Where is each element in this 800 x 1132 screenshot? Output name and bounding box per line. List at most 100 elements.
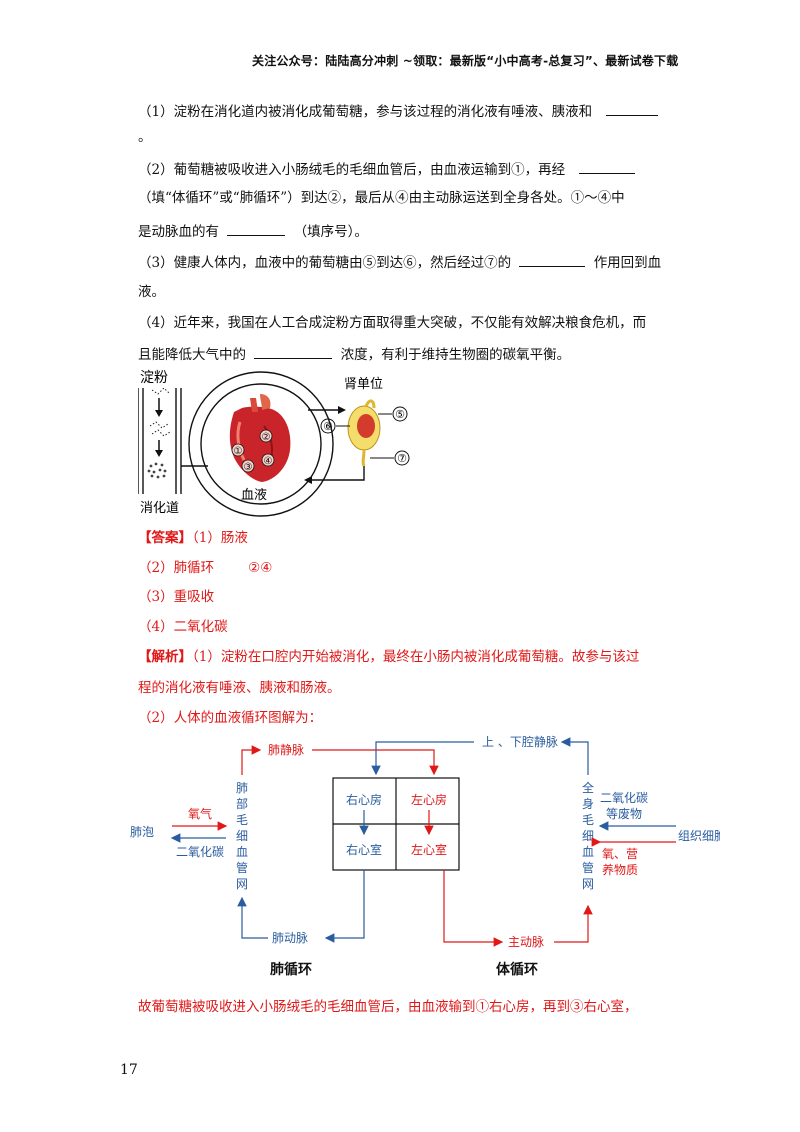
q4-blank (254, 344, 333, 359)
left-atrium: 左心房 (411, 792, 447, 807)
heart-label-1: ① (234, 446, 243, 457)
answer-line-1: 【答案】（1）肠液 (138, 529, 248, 547)
left-ventricle: 左心室 (411, 842, 447, 857)
pulmonary-vein-arrow-1 (241, 745, 262, 775)
alveoli-label: 肺泡 (130, 825, 154, 839)
pulmonary-artery-label: 肺动脉 (272, 930, 308, 945)
q4-text-a: （4）近年来，我国在人工合成淀粉方面取得重大突破，不仅能有效解决粮食危机，而 (138, 315, 647, 331)
q2-text-d: （填序号）。 (293, 224, 368, 240)
pulmonary-artery-arrow-1 (324, 870, 365, 943)
answer-4: （4）二氧化碳 (138, 619, 228, 635)
heart-label-2: ② (262, 432, 271, 443)
answer-tag: 【答案】 (138, 530, 192, 546)
right-atrium: 右心房 (346, 792, 382, 807)
heart-label-3: ③ (244, 462, 253, 473)
tissue-cells-label: 组织细胞 (678, 829, 720, 843)
lung-capillary-network: 肺 部 毛 细 血 管 网 (236, 781, 248, 891)
analysis-tag: 【解析】 (138, 649, 192, 665)
svg-text:部: 部 (236, 796, 248, 811)
to-kidney-arrowhead (338, 406, 346, 414)
question-3-line: （3）健康人体内，血液中的葡萄糖由⑤到达⑥，然后经过⑦的 作用回到血 (138, 252, 661, 272)
q2-text-a: （2）葡萄糖被吸收进入小肠绒毛的毛细血管后，由血液运输到①，再经 (138, 162, 566, 178)
svg-text:全: 全 (582, 780, 594, 795)
page-number: 17 (120, 1062, 138, 1078)
aorta-arrow-2 (554, 904, 593, 943)
co2-label: 二氧化碳 (176, 845, 224, 859)
q4-text-b: 且能降低大气中的 (138, 347, 246, 363)
analysis-line-1: 【解析】（1）淀粉在口腔内开始被消化，最终在小肠内被消化成葡萄糖。故参与该过 (138, 648, 639, 666)
svg-text:血: 血 (582, 845, 594, 859)
q3-blank (519, 252, 586, 267)
svg-text:网: 网 (582, 877, 594, 891)
q2-blank-1 (579, 159, 636, 174)
heart-image: ① ② ③ ④ (229, 394, 291, 482)
svg-text:细: 细 (582, 829, 594, 843)
svg-text:毛: 毛 (582, 813, 594, 827)
pulmonary-artery-arrow-2 (237, 896, 268, 939)
oxygen-label: 氧气 (188, 806, 212, 821)
q2-line-c: 是动脉血的有 （填序号）。 (138, 221, 368, 241)
blood-label: 血液 (241, 488, 267, 503)
co2-waste-line1: 二氧化碳 (600, 791, 648, 805)
starch-chain (149, 387, 171, 437)
marker-5-ring (392, 406, 408, 422)
marker-7-ring (394, 450, 410, 466)
answer-1: （1）肠液 (192, 530, 248, 546)
marker-6-ring (320, 418, 336, 434)
svg-text:血: 血 (236, 845, 248, 859)
q2-text-c: 是动脉血的有 (138, 224, 219, 240)
digest-arrowhead-2 (155, 450, 163, 457)
q4-text-c: 浓度，有利于维持生物圈的碳氧平衡。 (340, 347, 571, 363)
co2-waste-line2: 等废物 (606, 806, 642, 821)
o2-nutrient-line2: 养物质 (602, 862, 638, 877)
svg-text:肺: 肺 (236, 781, 248, 795)
q2-blank-2 (227, 221, 286, 236)
svg-text:身: 身 (582, 796, 594, 811)
digestive-label: 消化道 (140, 501, 179, 516)
o2-nutrient-line1: 氧、营 (602, 847, 638, 861)
marker-5: ⑤ (395, 408, 405, 421)
from-kidney-arrowhead (304, 476, 312, 484)
svg-text:细: 细 (236, 829, 248, 843)
q3-text-c: 液。 (138, 284, 165, 300)
pulmonary-circulation-title: 肺循环 (270, 961, 312, 978)
q1-end: 。 (138, 129, 152, 145)
digest-arrowhead-1 (155, 410, 163, 417)
svg-text:管: 管 (582, 860, 594, 875)
vena-cava-arrow-1 (560, 737, 589, 775)
pulmonary-vein-arrow-2 (312, 749, 439, 776)
answer-3: （3）重吸收 (138, 589, 215, 605)
systemic-circulation-title: 体循环 (496, 961, 538, 978)
vena-cava-arrow-2 (371, 741, 474, 776)
circulation-figure: 淀粉 消化道 血液 ① ② ③ ④ 肾 (138, 370, 410, 517)
right-ventricle: 右心室 (346, 842, 382, 857)
q4-line-b: 且能降低大气中的 浓度，有利于维持生物圈的碳氧平衡。 (138, 344, 570, 364)
heart-label-4: ④ (264, 456, 273, 467)
blood-circulation-diagram: 右心房 左心房 右心室 左心室 肺静脉 上 、下腔静脉 肺 部 毛 细 血 管 … (130, 734, 720, 978)
starch-label: 淀粉 (140, 370, 168, 386)
q1-text: （1）淀粉在消化道内被消化成葡萄糖，参与该过程的消化液有唾液、胰液和 (138, 104, 593, 120)
svg-text:毛: 毛 (236, 813, 248, 827)
glucose-dots (147, 462, 167, 479)
nephron-image (347, 399, 381, 467)
body-capillary-network: 全 身 毛 细 血 管 网 (582, 780, 594, 891)
answer-2b: ②④ (248, 560, 273, 576)
blood-outer-ring (188, 371, 334, 517)
q3-text-b: 作用回到血 (593, 255, 662, 271)
svg-text:网: 网 (236, 877, 248, 891)
from-kidney-arrow (308, 466, 365, 481)
svg-text:管: 管 (236, 860, 248, 875)
analysis-4: 故葡萄糖被吸收进入小肠绒毛的毛细血管后，由血液输到①右心房，再到③右心室， (138, 999, 638, 1015)
aorta-arrow-1 (443, 870, 504, 947)
question-1-line: （1）淀粉在消化道内被消化成葡萄糖，参与该过程的消化液有唾液、胰液和 (138, 101, 659, 121)
q2-text-b: （填“体循环”或“肺循环”）到达②，最后从④由主动脉运送到全身各处。①～④中 (138, 190, 625, 206)
marker-7: ⑦ (397, 452, 407, 465)
analysis-1: （1）淀粉在口腔内开始被消化，最终在小肠内被消化成葡萄糖。故参与该过 (192, 649, 640, 665)
aorta-label: 主动脉 (508, 934, 544, 949)
blood-inner-ring (200, 383, 322, 505)
analysis-2: 程的消化液有唾液、胰液和肠液。 (138, 680, 341, 696)
analysis-3: （2）人体的血液循环图解为： (138, 710, 323, 726)
kidney-unit-label: 肾单位 (344, 377, 383, 392)
question-2-line: （2）葡萄糖被吸收进入小肠绒毛的毛细血管后，由血液运输到①，再经 (138, 159, 636, 179)
